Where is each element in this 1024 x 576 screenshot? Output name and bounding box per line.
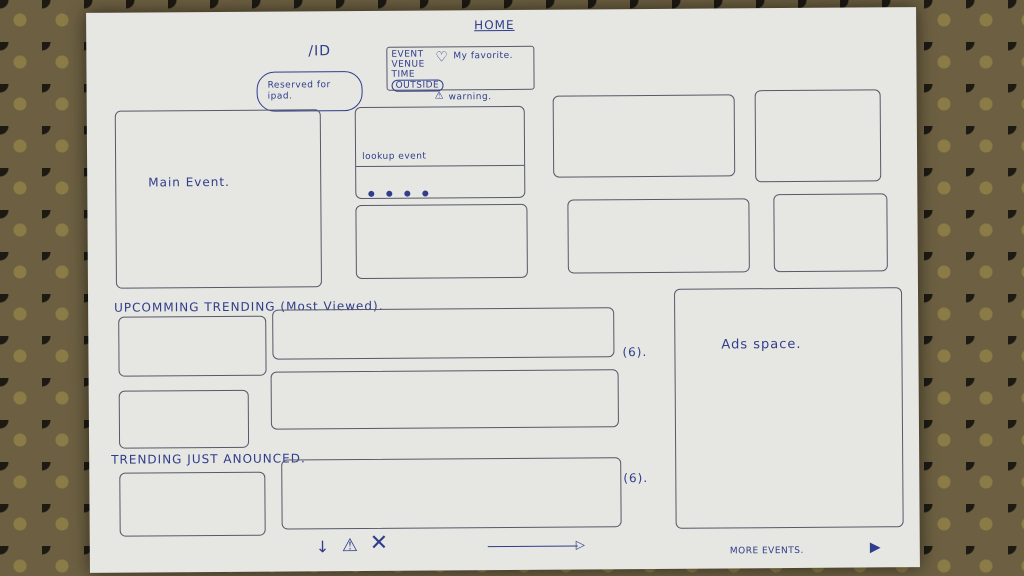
warning-icon: ⚠ — [434, 90, 444, 102]
time-text: TIME — [391, 69, 416, 80]
warning-bottom-icon[interactable]: ⚠ — [341, 535, 358, 557]
event-info-box: EVENT VENUE TIME OUTSIDE ♡ My favorite. — [386, 45, 535, 92]
grid-box-5[interactable] — [773, 193, 888, 273]
upcoming-row-2[interactable] — [270, 369, 619, 430]
scroll-line — [487, 545, 578, 548]
download-icon[interactable]: ↓ — [315, 537, 330, 557]
main-event-label: Main Event. — [148, 174, 230, 190]
event-text: EVENT — [391, 49, 424, 60]
close-icon[interactable]: ✕ — [369, 530, 389, 556]
ads-label: Ads space. — [721, 336, 802, 353]
sketch-paper: HOME /ID Reserved for ipad. EVENT VENUE … — [86, 7, 920, 573]
heart-icon[interactable]: ♡ — [435, 49, 448, 66]
id-marker: /ID — [308, 43, 332, 60]
warning-text: warning. — [448, 92, 492, 103]
grid-box-2[interactable] — [552, 94, 736, 178]
venue-text: VENUE — [391, 59, 425, 70]
upcoming-row-1[interactable] — [272, 307, 615, 360]
note-bubble: Reserved for ipad. — [256, 70, 363, 112]
just-announced-title: TRENDING JUST ANOUNCED. — [111, 451, 306, 467]
note-bubble-text: Reserved for ipad. — [267, 80, 331, 102]
lookup-box[interactable]: lookup event — [354, 105, 526, 201]
arrow-right-icon[interactable]: ▷ — [575, 537, 586, 552]
just-thumb-1[interactable] — [119, 471, 266, 537]
ads-space-box: Ads space. — [673, 287, 904, 529]
just-count: (6). — [623, 470, 649, 486]
main-event-box[interactable]: Main Event. — [114, 109, 322, 289]
grid-box-4[interactable] — [754, 89, 882, 183]
grid-box-1[interactable] — [355, 203, 528, 280]
carousel-dots[interactable] — [368, 181, 440, 201]
more-events-link[interactable]: MORE EVENTS. — [729, 545, 804, 557]
upcoming-thumb-1[interactable] — [118, 315, 267, 377]
grid-box-3[interactable] — [567, 198, 750, 274]
lookup-label: lookup event — [362, 151, 427, 162]
upcoming-thumb-2[interactable] — [118, 389, 250, 449]
favorite-text: My favorite. — [453, 50, 514, 62]
home-label: HOME — [474, 17, 515, 33]
more-arrow-icon[interactable]: ▶ — [869, 539, 881, 556]
lookup-divider — [356, 164, 525, 168]
just-row-1[interactable] — [281, 457, 622, 530]
upcoming-count: (6). — [622, 344, 648, 360]
